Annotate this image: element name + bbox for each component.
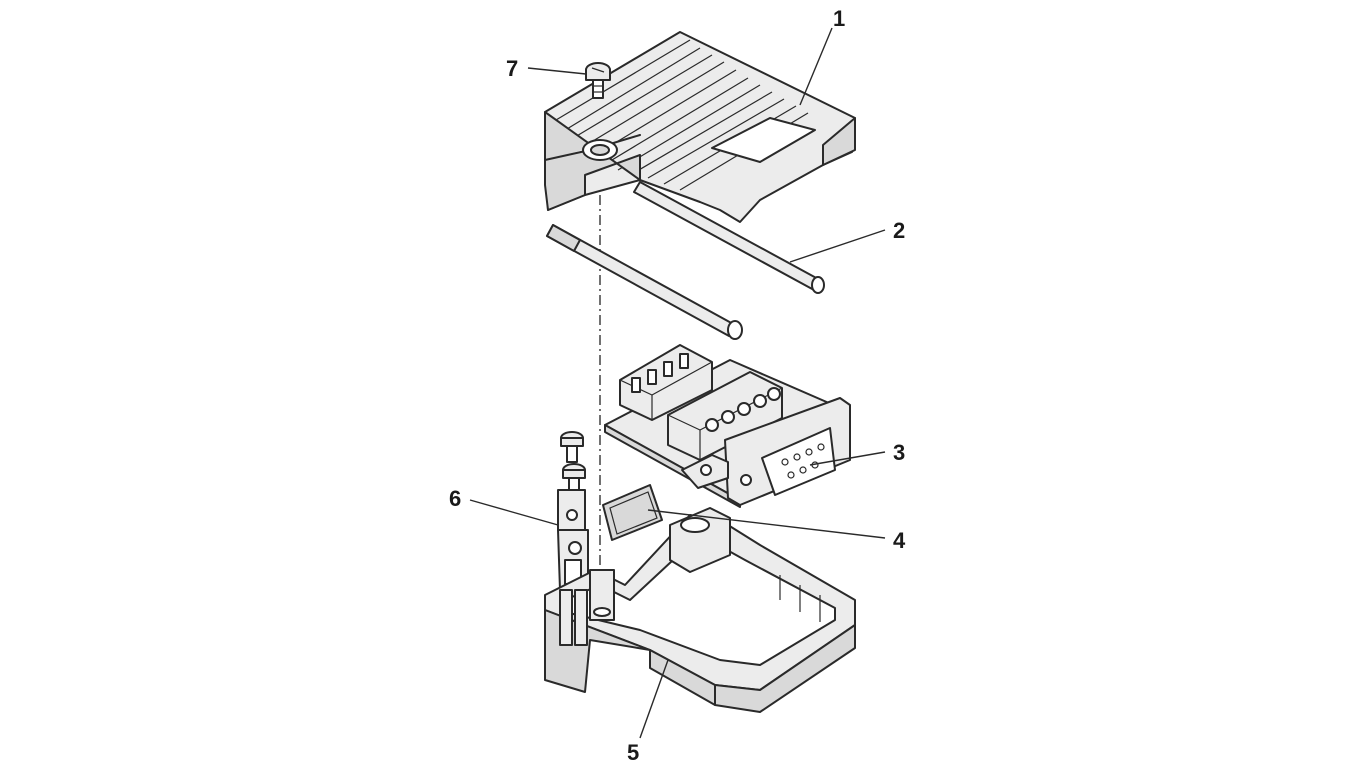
insulating-pad [602,484,663,541]
callout-2: 2 [893,218,905,243]
leader-4 [647,509,886,539]
leader-3 [809,451,886,466]
callout-5: 5 [627,740,639,765]
top-housing-cover [544,31,856,223]
callout-7: 7 [506,56,518,81]
leader-7 [527,67,587,75]
leader-2 [789,229,886,263]
strain-relief-clamp [557,431,589,591]
leader-5 [639,659,669,739]
callout-4: 4 [893,528,906,553]
callout-3: 3 [893,440,905,465]
callout-1: 1 [833,6,845,31]
leader-lines [469,27,886,739]
terminal-block-pcb-with-dsub-connector [604,344,851,508]
threaded-bolts [546,181,825,340]
leader-1 [799,27,833,106]
callout-6: 6 [449,486,461,511]
bottom-housing-shell [544,507,856,713]
cover-screw [585,62,611,99]
leader-6 [469,499,559,526]
